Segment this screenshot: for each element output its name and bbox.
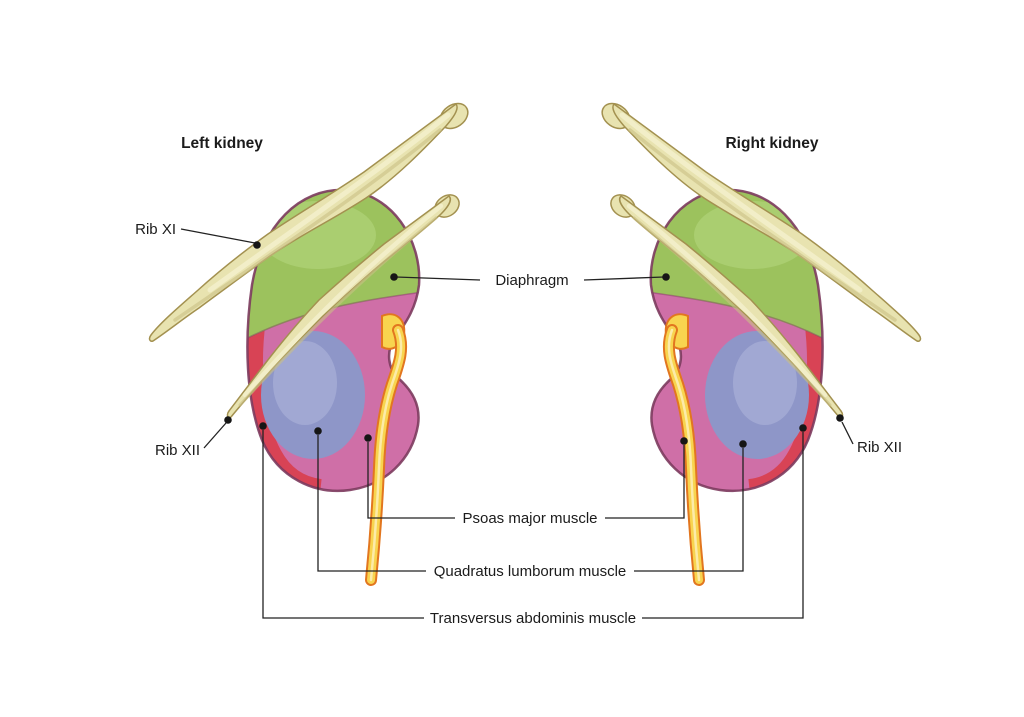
transversus-left-leader [262,430,424,619]
diaphragm-left-dot [390,273,398,281]
kidney-outline [246,188,421,493]
right-kidney-title: Right kidney [725,135,818,152]
transversus-right-dot [799,424,807,432]
diaphragm-right-leader [583,276,665,281]
rib-xii-left-label: Rib XII [155,442,200,459]
rib-xi-label: Rib XI [135,221,176,238]
rib-xii-left-leader [203,422,227,449]
psoas-left-dot [364,434,372,442]
quadratus-right-dot [739,440,747,448]
left-kidney-illustration [148,102,469,586]
quadratus-highlight [273,341,337,425]
rib-xii-left-dot [224,416,232,424]
quadratus-left-leader [317,435,426,572]
psoas-right-leader [605,445,685,519]
diaphragm-right-dot [662,273,670,281]
rib-xii-right-dot [836,414,844,422]
right-kidney-illustration [597,98,920,580]
diaphragm-left-leader [395,276,481,281]
rib-xi-leader [180,228,256,244]
rib-xii-right-label: Rib XII [857,439,902,456]
quadratus-label: Quadratus lumborum muscle [434,563,627,580]
diaphragm-highlight [260,201,376,269]
rib-xi-shadow [173,128,442,322]
transversus-right-leader [642,432,804,619]
quadratus-left-dot [314,427,322,435]
ureter [365,313,408,586]
ureter-sheen [369,328,403,582]
rib-xi-bone [148,102,469,342]
rib-xi-dot [253,241,261,249]
transversus-label: Transversus abdominis muscle [430,610,636,627]
rib-xii-shadow [238,216,438,407]
rib-xii-bone [226,194,460,419]
quadratus-right-leader [634,448,744,572]
psoas-right-dot [680,437,688,445]
left-kidney-title: Left kidney [181,135,263,152]
transversus-left-dot [259,422,267,430]
rib-xii-highlight [242,203,444,398]
diaphragm-label: Diaphragm [495,272,568,289]
rib-xi-highlight [207,112,451,293]
psoas-label: Psoas major muscle [462,510,597,527]
rib-xii-right-leader [841,421,854,445]
psoas-left-leader [367,442,455,519]
